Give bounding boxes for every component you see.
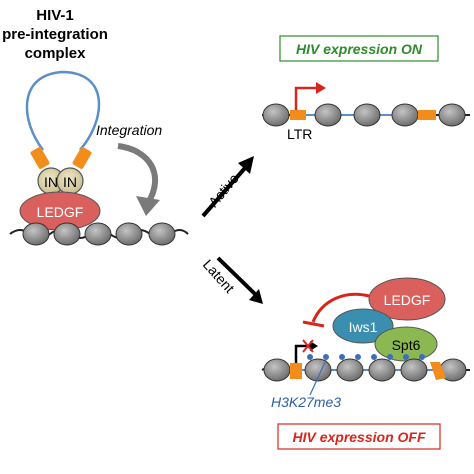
methyl-mark (371, 354, 377, 360)
active-label: Active (205, 170, 242, 210)
nucleosome (353, 103, 381, 127)
latent-ltr-5prime (290, 363, 302, 379)
inhibition-arrow (311, 292, 370, 323)
latent-arrow (216, 256, 257, 296)
methyl-mark (323, 354, 329, 360)
ltr-label: LTR (287, 126, 312, 142)
expression-on-box (279, 35, 439, 62)
nucleosome (53, 222, 81, 246)
h3k27me3-label: H3K27me3 (271, 394, 341, 410)
active-arrowhead (238, 156, 254, 174)
blocked-tss-arrowhead (310, 341, 318, 351)
inhibition-bar (302, 320, 325, 328)
active-arrow (201, 166, 247, 218)
ltr-end-right (72, 147, 92, 169)
active-nucleosomes (262, 103, 466, 127)
methyl-mark (387, 354, 393, 360)
nucleosome (263, 358, 291, 382)
ltr-box-3prime (418, 110, 436, 120)
methyl-mark (355, 354, 361, 360)
title-line-1: HIV-1 (36, 7, 74, 24)
viral-dna-loop (25, 70, 101, 151)
nucleosome (336, 358, 364, 382)
integration-arrowhead (136, 196, 160, 216)
spt6-label: Spt6 (392, 337, 421, 353)
methyl-mark (307, 354, 313, 360)
nucleosome (400, 358, 428, 382)
h3k27me3-leader (309, 359, 327, 396)
nucleosome (368, 358, 396, 382)
latent-arrowhead (249, 289, 263, 304)
iws1-label: Iws1 (349, 319, 378, 335)
title-line-3: complex (25, 45, 87, 62)
nucleosome (115, 222, 143, 246)
expression-on-label: HIV expression ON (296, 41, 423, 57)
block-x-icon (302, 339, 314, 353)
title-line-2: pre-integration (2, 26, 108, 43)
h3k27me3-marks (307, 354, 425, 360)
title: HIV-1 pre-integration complex (2, 7, 108, 62)
ledgf-left-label: LEDGF (37, 204, 84, 220)
latent-label: Latent (200, 256, 238, 296)
nucleosome (262, 103, 290, 127)
in-label-1: IN (44, 174, 58, 190)
nucleosome (314, 103, 342, 127)
expression-off-box (277, 423, 441, 450)
methyl-mark (419, 354, 425, 360)
integration-label: Integration (96, 122, 162, 138)
nucleosome (84, 222, 112, 246)
in-label-2: IN (63, 174, 77, 190)
nucleosome (148, 222, 176, 246)
nucleosome (391, 103, 419, 127)
left-nucleosomes (22, 222, 176, 246)
expression-off-label: HIV expression OFF (292, 429, 425, 445)
nucleosome (22, 222, 50, 246)
latent-ltr-3prime (430, 362, 446, 380)
transcription-start-arrowhead (316, 82, 326, 94)
methyl-mark (403, 354, 409, 360)
nucleosome (438, 103, 466, 127)
ltr-box-5prime (290, 110, 306, 120)
transcription-start-arrow (294, 86, 318, 110)
integration-arrow (117, 143, 159, 205)
iws1 (332, 308, 394, 344)
methyl-mark (339, 354, 345, 360)
ledgf-right-label: LEDGF (384, 292, 431, 308)
ltr-end-left (30, 147, 50, 169)
ledgf-right (368, 277, 446, 321)
blocked-tss-arrow (294, 344, 312, 363)
